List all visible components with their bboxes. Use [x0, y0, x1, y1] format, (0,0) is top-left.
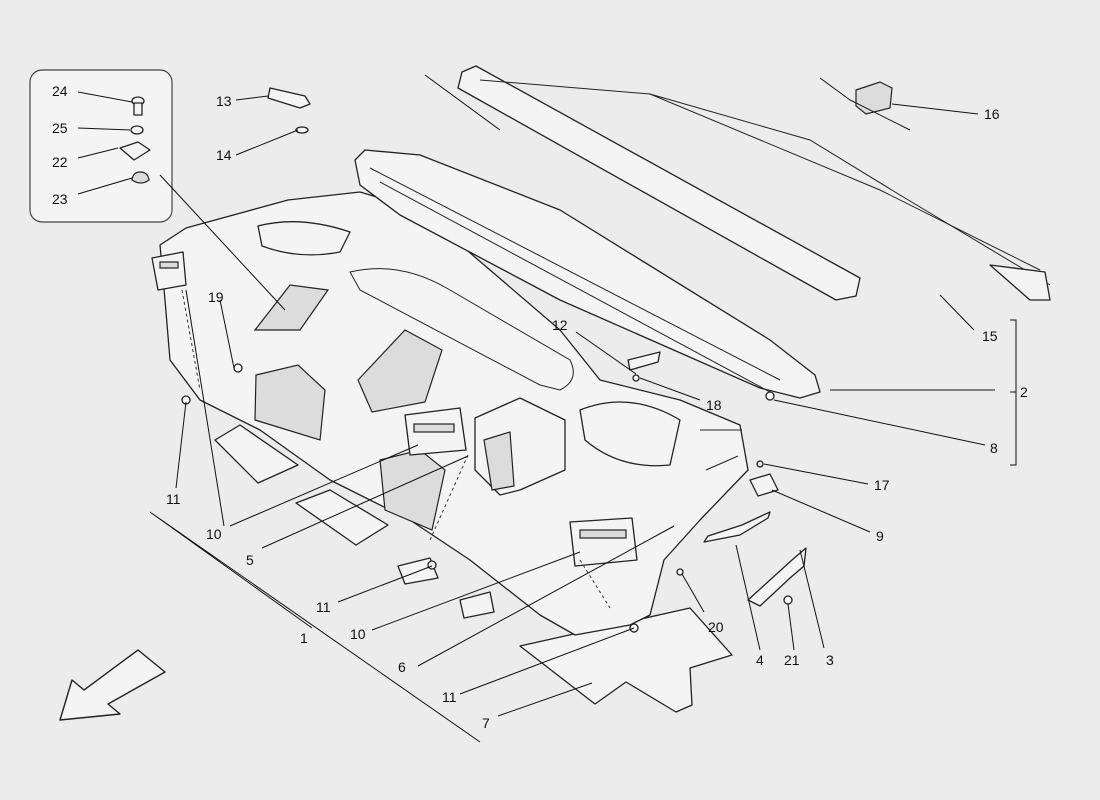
bracket-4	[703, 511, 771, 543]
bracket-3	[747, 547, 807, 607]
callout-12: 12	[552, 317, 568, 333]
clip-22	[119, 141, 151, 161]
detail-inset	[29, 69, 173, 223]
reference-lines	[159, 74, 1017, 466]
nut-14	[295, 126, 309, 134]
callout-10-mid: 10	[350, 626, 366, 642]
callout-16: 16	[984, 106, 1000, 122]
callout-8: 8	[990, 440, 998, 456]
bolt-24	[131, 96, 145, 116]
bracket-13	[267, 87, 311, 109]
callout-19: 19	[208, 289, 224, 305]
callout-25: 25	[52, 120, 68, 136]
callout-13: 13	[216, 93, 232, 109]
belt-guides-10	[151, 251, 638, 567]
clip-11b	[427, 560, 437, 570]
callout-10-left: 10	[206, 526, 222, 542]
bracket-9	[749, 473, 779, 497]
panel-7	[519, 607, 733, 713]
screw-19	[233, 363, 243, 373]
callout-5: 5	[246, 552, 254, 568]
callout-18: 18	[706, 397, 722, 413]
callout-11-right: 11	[442, 689, 457, 705]
callout-22: 22	[52, 154, 68, 170]
callout-1: 1	[300, 630, 308, 646]
small-brackets	[181, 351, 807, 633]
callout-3: 3	[826, 652, 834, 668]
leaders	[77, 91, 995, 743]
washer-25	[130, 125, 144, 135]
callout-15: 15	[982, 328, 998, 344]
center-housing-5	[474, 397, 566, 496]
install-lines	[181, 289, 611, 609]
callout-2: 2	[1020, 384, 1028, 400]
grommet-23	[131, 171, 150, 184]
callout-24: 24	[52, 83, 68, 99]
callout-21: 21	[784, 652, 800, 668]
nut-21	[783, 595, 793, 605]
callout-labels: 1 2 3 4 5 6 7 8 9 10 10 11 11 11 12 13 1…	[52, 83, 1028, 731]
callout-11-mid: 11	[316, 599, 331, 615]
callout-7: 7	[482, 715, 490, 731]
bracket-12	[627, 351, 661, 371]
callout-17: 17	[874, 477, 890, 493]
callout-14: 14	[216, 147, 232, 163]
motor-16	[855, 81, 893, 115]
callout-4: 4	[756, 652, 764, 668]
screw-17	[756, 460, 764, 468]
roller-tube-15	[457, 65, 861, 301]
arrow-front-left-icon	[59, 649, 166, 721]
callout-6: 6	[398, 659, 406, 675]
callout-9: 9	[876, 528, 884, 544]
callout-20: 20	[708, 619, 724, 635]
callout-11-left: 11	[166, 491, 181, 507]
clip-8	[765, 391, 775, 401]
callout-23: 23	[52, 191, 68, 207]
nut-20	[676, 568, 684, 576]
nut-18	[632, 374, 640, 382]
sunshade-assembly-2	[354, 65, 1051, 399]
